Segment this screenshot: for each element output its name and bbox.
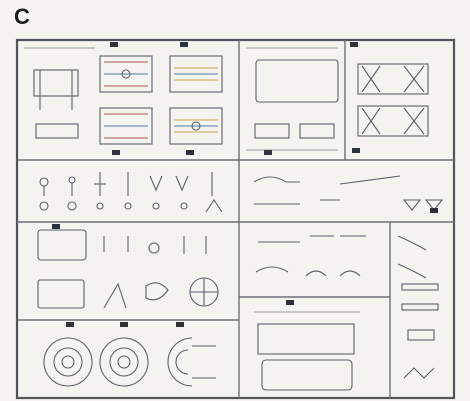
part-group-pipes-mirrors	[253, 175, 444, 211]
part-group-wheels	[43, 337, 216, 387]
part-group-grilles	[99, 55, 223, 145]
part-group-chassis-rails	[24, 47, 95, 139]
part-group-cab-interior	[37, 229, 219, 309]
part-group-linkages	[255, 235, 366, 277]
part-group-shafts	[397, 235, 439, 379]
part-number-tags	[52, 42, 438, 327]
part-group-cab-panels	[246, 47, 339, 151]
sprue-letter: C	[14, 4, 30, 29]
sprue-frame	[15, 38, 456, 400]
part-group-small-levers	[39, 172, 223, 213]
part-group-cross-frames	[357, 63, 429, 137]
part-group-fuel-tank	[254, 311, 360, 391]
